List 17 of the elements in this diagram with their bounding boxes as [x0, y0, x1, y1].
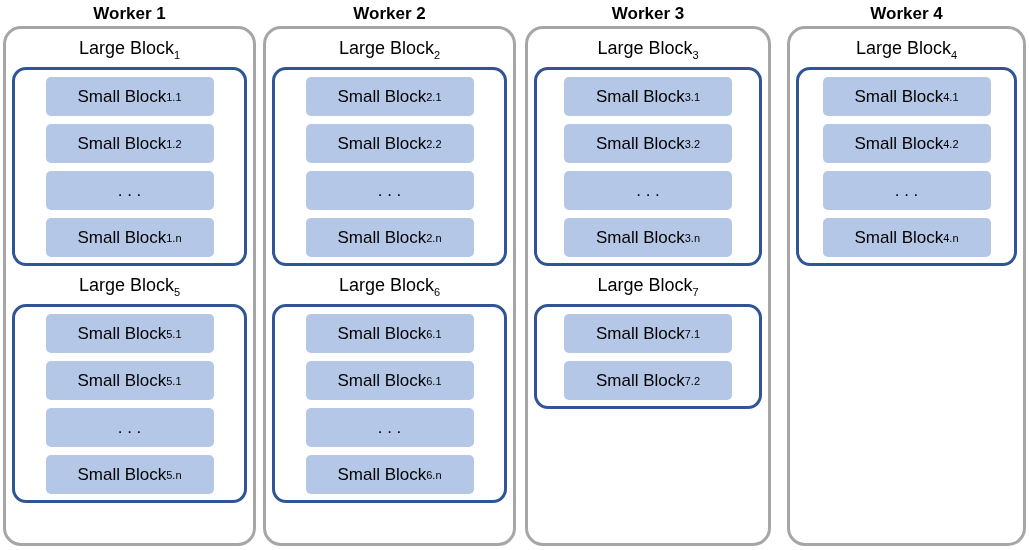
group-heading: Large Block$_{3}$ [596, 38, 700, 61]
group-heading: Large Block$_{2}$ [337, 38, 442, 61]
group-heading: Large Block$_{7}$ [596, 275, 700, 298]
block-tile: . . . [564, 171, 732, 210]
panel-title: Worker 3 [610, 4, 686, 24]
group-heading: Large Block$_{1}$ [77, 38, 182, 61]
block-tile: . . . [45, 171, 214, 210]
block-tile: . . . [305, 171, 474, 210]
panel-title: Worker 4 [869, 4, 944, 24]
group-heading: Large Block$_{5}$ [77, 275, 182, 298]
group-heading: Large Block$_{6}$ [337, 275, 442, 298]
block-tile: . . . [822, 171, 991, 210]
group-heading: Large Block$_{4}$ [854, 38, 959, 61]
block-tile: . . . [45, 408, 214, 447]
panel-title: Worker 2 [352, 4, 427, 24]
block-tile: . . . [305, 408, 474, 447]
panel-title: Worker 1 [92, 4, 167, 24]
